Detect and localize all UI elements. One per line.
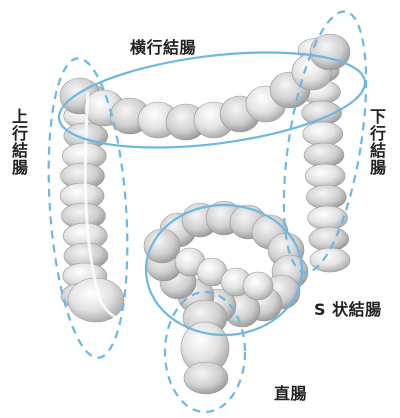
transverse-colon-label: 横行結腸: [130, 34, 196, 58]
sigmoid-segment: [243, 272, 273, 300]
sigmoid-segment: [144, 229, 180, 263]
descending-segment: [308, 206, 348, 230]
sigmoid-colon-label: S 状結腸: [314, 296, 382, 320]
descending-segment: [309, 227, 349, 251]
descending-segment: [305, 164, 345, 188]
descending-segment: [304, 143, 344, 167]
ascending-colon-label: 上行結腸: [10, 108, 26, 176]
rectum-label: 直腸: [274, 380, 307, 404]
descending-segment: [306, 185, 346, 209]
transverse-segment: [310, 34, 350, 70]
descending-colon-label: 下行結腸: [368, 108, 384, 176]
descending-segment: [303, 122, 343, 146]
rectum-segment: [184, 362, 228, 394]
